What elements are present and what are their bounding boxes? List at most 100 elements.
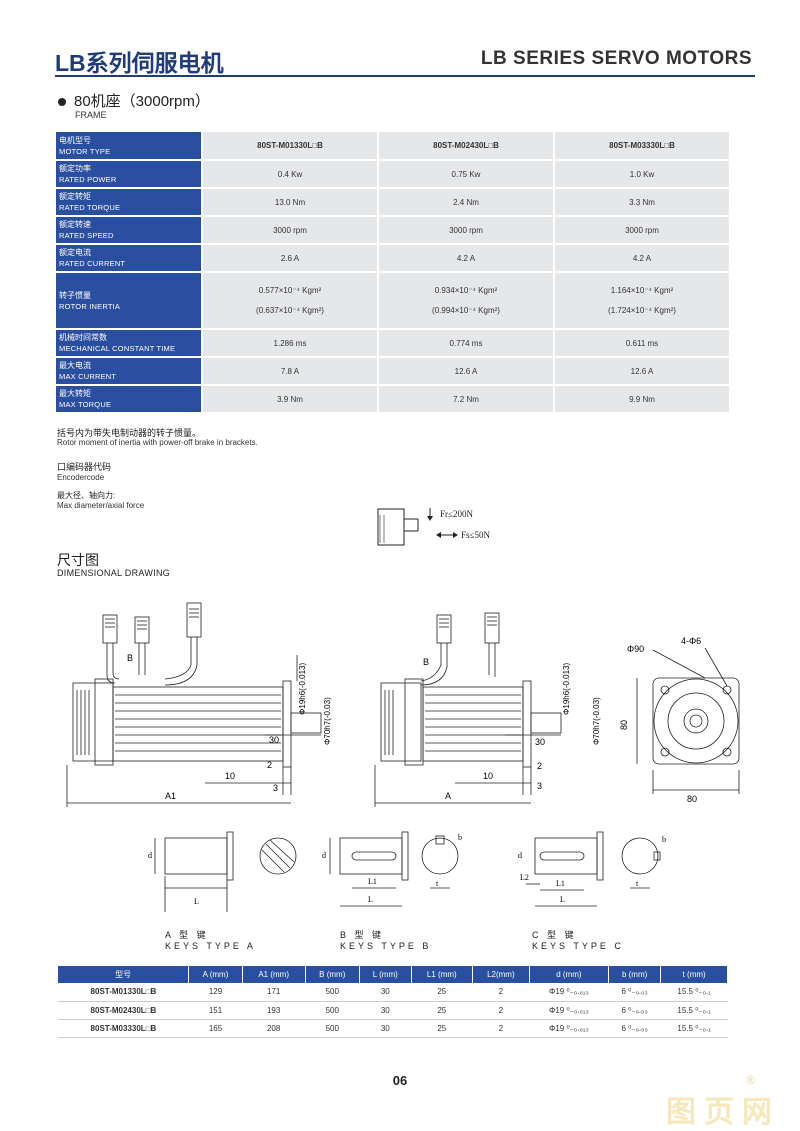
key-b-l1: L1: [368, 877, 377, 886]
spec-cell: 80ST-M02430L□B: [378, 132, 555, 161]
dims-cell: 15.5 ⁰₋₀.₁: [660, 1019, 728, 1038]
key-c-l2: L2: [520, 873, 529, 882]
dims-cell: 25: [411, 1019, 473, 1038]
page-number: 06: [392, 1073, 408, 1088]
dims-cell: 500: [305, 1019, 360, 1038]
table-row: 80ST-M01330L□B 129 171 500 30 25 2 Φ19 ⁰…: [58, 983, 728, 1002]
dims-cell: 171: [242, 983, 306, 1002]
page-title-cn: LB系列伺服电机: [55, 50, 224, 76]
key-c-l1: L1: [556, 879, 565, 888]
dims-cell: 193: [242, 1001, 306, 1020]
max-force-cn: 最大径、轴向力:: [57, 491, 116, 500]
key-c-l: L: [560, 895, 565, 904]
spec-cell: 0.577×10⁻⁴ Kgm²(0.637×10⁻⁴ Kgm²): [202, 272, 379, 330]
table-row: 80ST-M03330L□B 165 208 500 30 25 2 Φ19 ⁰…: [58, 1019, 728, 1038]
dims-cell: Φ19 ⁰₋₀.₀₁₃: [529, 1019, 609, 1038]
fs-label: Fs≤50N: [461, 530, 490, 540]
dim-a1-label: A1: [165, 791, 176, 801]
dims-cell: 6 ⁰₋₀.₀₃: [608, 1019, 661, 1038]
dims-cell: 2: [472, 1001, 530, 1020]
dim-10-label: 10: [483, 771, 493, 781]
spec-cell: 80ST-M01330L□B: [202, 132, 379, 161]
dims-cell: 80ST-M02430L□B: [58, 1001, 189, 1020]
dim-a-label: A: [445, 791, 451, 801]
dims-header: t (mm): [660, 966, 728, 983]
key-b-t: t: [436, 879, 439, 888]
dims-cell: 500: [305, 1001, 360, 1020]
dims-cell: Φ19 ⁰₋₀.₀₁₃: [529, 983, 609, 1002]
encoder-note-cn: 口编码器代码: [57, 462, 112, 472]
dims-cell: 15.5 ⁰₋₀.₁: [660, 983, 728, 1002]
dim-3-label: 3: [537, 781, 542, 791]
dim-phi90-label: Φ90: [627, 644, 644, 654]
dims-cell: 30: [359, 983, 412, 1002]
spec-cell: 13.0 Nm: [202, 188, 379, 217]
dim-10-label: 10: [225, 771, 235, 781]
spec-cell: 12.6 A: [378, 357, 555, 386]
key-c-t: t: [636, 879, 639, 888]
frame-heading: 80机座（3000rpm）: [58, 90, 210, 111]
dims-header: L2(mm): [472, 966, 530, 983]
spec-cell: 2.6 A: [202, 244, 379, 273]
dimensions-table: 型号 A (mm) A1 (mm) B (mm) L (mm) L1 (mm) …: [58, 966, 728, 1038]
dim-b-label: B: [127, 653, 133, 663]
dims-header: L (mm): [359, 966, 412, 983]
registered-mark: ®: [746, 1073, 755, 1087]
dims-cell: 25: [411, 983, 473, 1002]
spec-cell: 3.3 Nm: [554, 188, 731, 217]
dims-cell: 30: [359, 1019, 412, 1038]
key-c-d: d: [518, 851, 522, 860]
frame-label: 80机座（3000rpm）: [74, 93, 210, 110]
spec-cell: 3000 rpm: [554, 216, 731, 245]
dim-30-label: 30: [269, 735, 279, 745]
spec-cell: 0.774 ms: [378, 329, 555, 358]
dim-phi70-label: Φ70h7(-0.03): [323, 697, 332, 745]
dims-header: A1 (mm): [242, 966, 306, 983]
watermark-logo: 图页网: [666, 1096, 780, 1129]
key-c-b: b: [662, 835, 666, 844]
brake-note-en: Rotor moment of inertia with power-off b…: [57, 438, 258, 447]
dim-80-horizontal: 80: [687, 794, 697, 804]
spec-cell: 3000 rpm: [202, 216, 379, 245]
dim-phi70-label: Φ70h7(-0.03): [592, 697, 601, 745]
dims-header: 型号: [58, 966, 190, 983]
max-force-en: Max diameter/axial force: [57, 501, 145, 510]
dims-cell: 2: [472, 983, 530, 1002]
dim-3-label: 3: [273, 783, 278, 793]
dim-2-label: 2: [267, 760, 272, 770]
spec-cell: 3000 rpm: [378, 216, 555, 245]
dim-phi19-label: Φ19h6(-0.013): [298, 662, 307, 715]
spec-cell: 0.934×10⁻⁴ Kgm²(0.994×10⁻⁴ Kgm²): [378, 272, 555, 330]
spec-cell: 2.4 Nm: [378, 188, 555, 217]
dim-30-label: 30: [535, 737, 545, 747]
spec-cell: 12.6 A: [554, 357, 731, 386]
fr-label: Fr≤200N: [440, 509, 473, 519]
dims-header: B (mm): [305, 966, 360, 983]
spec-cell: 1.164×10⁻⁴ Kgm²(1.724×10⁻⁴ Kgm²): [554, 272, 731, 330]
dims-header: b (mm): [608, 966, 662, 983]
spec-cell: 0.611 ms: [554, 329, 731, 358]
key-a-l: L: [194, 897, 199, 906]
dims-header: A (mm): [188, 966, 243, 983]
page-title-en: LB SERIES SERVO MOTORS: [480, 48, 752, 69]
dims-cell: 208: [242, 1019, 306, 1038]
axial-force-diagram: Fr≤200N Fs≤50N: [377, 508, 490, 546]
drawing-title-cn: 尺寸图: [57, 552, 99, 568]
dims-cell: 6 ⁰₋₀.₀₃: [608, 1001, 661, 1020]
brake-note-cn: 括号内为带失电制动器的转子惯量。: [57, 428, 202, 438]
